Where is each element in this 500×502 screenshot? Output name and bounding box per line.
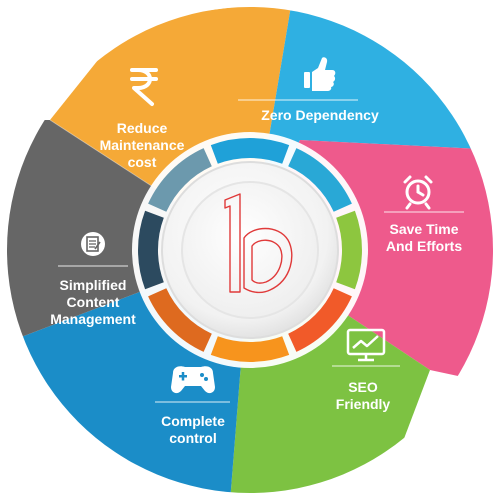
- label-dependency: Zero Dependency: [261, 107, 379, 123]
- ring-segment: [288, 148, 352, 212]
- ring-segment: [210, 336, 290, 362]
- ring-segment: [210, 138, 290, 164]
- alarm-clock-icon: [403, 175, 433, 210]
- logo-icon: [224, 193, 293, 294]
- ring-segment: [336, 210, 362, 290]
- label-line: cost: [128, 154, 157, 170]
- ring-segment: [148, 148, 212, 212]
- label-line: Save Time: [389, 221, 458, 237]
- label-line: Management: [50, 311, 136, 327]
- label-underlines: [58, 99, 464, 403]
- thumbs-up-icon: [304, 57, 336, 91]
- document-icon: [81, 232, 105, 256]
- colored-gear-ring: [138, 138, 362, 362]
- label-line: control: [169, 430, 216, 446]
- label-line: SEO: [348, 379, 378, 395]
- ring-segment: [138, 210, 164, 290]
- label-line: Maintenance: [100, 137, 185, 153]
- rupee-icon: [130, 68, 158, 106]
- inner-hub-core: [181, 181, 319, 319]
- label-line: Content: [67, 294, 120, 310]
- ring-segment: [288, 288, 352, 352]
- label-line: And Efforts: [386, 238, 462, 254]
- label-line: Complete: [161, 413, 225, 429]
- label-line: Friendly: [336, 396, 391, 412]
- ring-segment: [148, 288, 212, 352]
- label-line: Simplified: [60, 277, 127, 293]
- segment-content-management: [7, 120, 250, 345]
- gamepad-icon: [171, 366, 215, 394]
- label-line: Reduce: [117, 120, 168, 136]
- label-line: Zero Dependency: [261, 107, 379, 123]
- monitor-chart-icon: [346, 328, 386, 362]
